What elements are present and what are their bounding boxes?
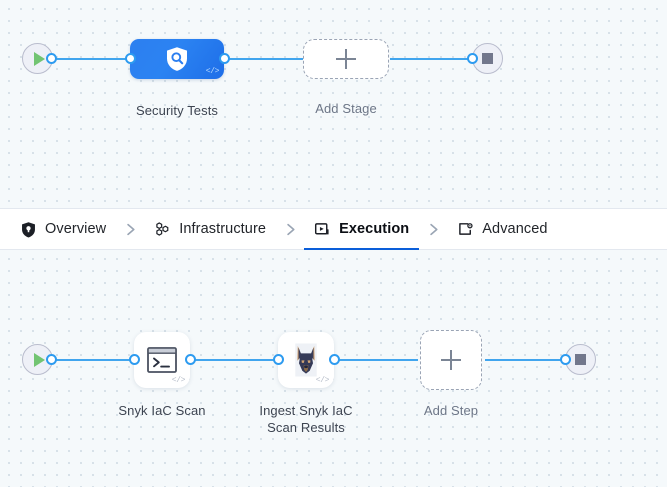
tab-label-infrastructure: Infrastructure bbox=[179, 221, 267, 237]
tab-separator-1 bbox=[110, 223, 150, 236]
tab-label-advanced: Advanced bbox=[482, 221, 548, 237]
step-end-input-port[interactable] bbox=[560, 354, 571, 365]
hex-cluster-icon bbox=[156, 221, 169, 236]
code-badge: </> bbox=[171, 376, 186, 385]
chevron-right-icon bbox=[430, 223, 438, 235]
tab-execution[interactable]: Execution bbox=[304, 208, 420, 251]
stage-pipeline: </> Security Tests Add Stage bbox=[0, 0, 667, 208]
code-badge: </> bbox=[205, 67, 220, 76]
tab-advanced[interactable]: Advanced bbox=[453, 208, 551, 250]
security-tests-output-port[interactable] bbox=[219, 53, 230, 64]
stage-node-security-tests[interactable]: </> bbox=[130, 39, 224, 79]
edge-snyk-iac-scan-to-ingest bbox=[190, 359, 280, 361]
edge-add-step-to-end bbox=[485, 359, 565, 361]
snyk-iac-scan-input-port[interactable] bbox=[129, 354, 140, 365]
tab-separator-3 bbox=[413, 223, 453, 236]
edge-start-to-snyk-iac-scan bbox=[50, 359, 136, 361]
add-stage-button[interactable] bbox=[303, 39, 389, 79]
step-label-snyk-iac-scan: Snyk IaC Scan bbox=[118, 403, 206, 418]
plus-icon bbox=[441, 350, 461, 370]
step-pipeline: </> Snyk IaC Scan bbox=[0, 250, 667, 487]
stage-start-output-port[interactable] bbox=[46, 53, 57, 64]
tab-label-execution: Execution bbox=[339, 221, 410, 237]
step-canvas[interactable]: </> Snyk IaC Scan bbox=[0, 250, 667, 487]
code-badge: </> bbox=[315, 376, 330, 385]
stage-label-add-stage: Add Stage bbox=[315, 101, 377, 116]
stage-canvas[interactable]: </> Security Tests Add Stage bbox=[0, 0, 667, 208]
snyk-doberman-icon bbox=[295, 343, 317, 377]
stop-icon bbox=[575, 354, 586, 365]
step-node-snyk-iac-scan[interactable]: </> bbox=[134, 332, 190, 388]
edge-ingest-to-add-step bbox=[334, 359, 418, 361]
tab-overview[interactable]: Overview bbox=[16, 208, 110, 250]
step-label-add-step: Add Step bbox=[423, 403, 479, 418]
window-settings-icon bbox=[459, 222, 473, 235]
stage-end-input-port[interactable] bbox=[467, 53, 478, 64]
edge-add-stage-to-end bbox=[390, 58, 472, 60]
play-icon bbox=[34, 352, 45, 367]
tab-infrastructure[interactable]: Infrastructure bbox=[150, 208, 270, 250]
play-box-icon bbox=[315, 222, 329, 234]
chevron-right-icon bbox=[126, 223, 135, 235]
step-label-ingest-snyk-iac-scan-results: Ingest Snyk IaC Scan Results bbox=[259, 403, 353, 435]
shield-icon bbox=[22, 221, 35, 237]
tab-label-overview: Overview bbox=[45, 221, 107, 237]
tab-separator-2 bbox=[270, 223, 310, 236]
terminal-icon bbox=[147, 347, 177, 373]
step-start-node[interactable] bbox=[22, 344, 53, 375]
play-icon bbox=[34, 51, 45, 66]
step-start-output-port[interactable] bbox=[46, 354, 57, 365]
ingest-input-port[interactable] bbox=[273, 354, 284, 365]
add-step-button[interactable] bbox=[420, 330, 482, 390]
snyk-iac-scan-output-port[interactable] bbox=[185, 354, 196, 365]
stop-icon bbox=[482, 53, 493, 64]
security-tests-input-port[interactable] bbox=[125, 53, 136, 64]
plus-icon bbox=[336, 49, 356, 69]
edge-security-tests-to-add-stage bbox=[218, 58, 304, 60]
stage-label-security-tests: Security Tests bbox=[135, 103, 219, 118]
step-node-ingest-snyk-iac-scan-results[interactable]: </> bbox=[278, 332, 334, 388]
ingest-output-port[interactable] bbox=[329, 354, 340, 365]
edge-start-to-security-tests bbox=[50, 58, 136, 60]
pipeline-tabbar[interactable]: Overview Infrastructure bbox=[0, 208, 667, 251]
shield-search-icon bbox=[167, 47, 187, 71]
chevron-right-icon bbox=[286, 223, 295, 235]
